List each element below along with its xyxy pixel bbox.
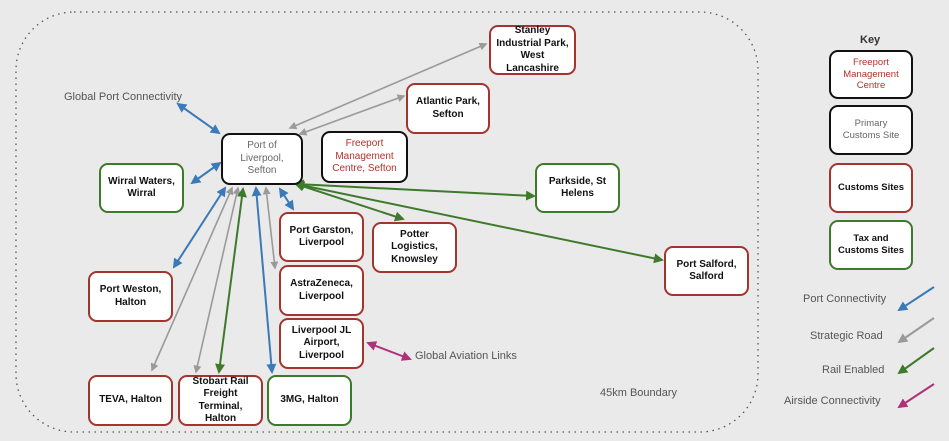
- key-port-arrow: [897, 286, 935, 312]
- key-rail-arrow: [897, 347, 935, 375]
- node-port-garston: Port Garston, Liverpool: [279, 212, 364, 262]
- key-port-connectivity-label: Port Connectivity: [803, 293, 887, 305]
- road-arrow-atlantic: [298, 94, 406, 136]
- node-parkside: Parkside, St Helens: [535, 163, 620, 213]
- key-tax-customs-box: Tax and Customs Sites: [829, 220, 913, 270]
- key-customs-box: Customs Sites: [829, 163, 913, 213]
- label-boundary: 45km Boundary: [600, 387, 678, 399]
- road-arrow-astrazeneca: [262, 186, 279, 270]
- node-port-of-liverpool: Port of Liverpool, Sefton: [221, 133, 303, 185]
- port-arrow-3mg: [251, 186, 277, 374]
- boundary-outline: [15, 11, 759, 433]
- node-wirral-waters: Wirral Waters, Wirral: [99, 163, 184, 213]
- node-liverpool-jl-airport: Liverpool JL Airport, Liverpool: [279, 318, 364, 369]
- air-arrow-jla: [366, 341, 412, 361]
- node-port-weston: Port Weston, Halton: [88, 271, 173, 322]
- rail-arrow-stobart: [215, 187, 247, 374]
- node-atlantic-park: Atlantic Park, Sefton: [406, 83, 490, 134]
- key-fmc-box: Freeport Management Centre: [829, 50, 913, 99]
- node-stobart-rail: Stobart Rail Freight Terminal, Halton: [178, 375, 263, 426]
- rail-arrow-parkside: [294, 179, 536, 201]
- port-arrow-garston: [278, 187, 295, 211]
- key-air-arrow: [897, 383, 935, 409]
- key-title: Key: [860, 34, 881, 46]
- key-strategic-road-label: Strategic Road: [810, 330, 883, 342]
- key-road-arrow: [897, 317, 935, 344]
- node-port-salford: Port Salford, Salford: [664, 246, 749, 296]
- node-freeport-management-centre: Freeport Management Centre, Sefton: [321, 131, 408, 183]
- node-astrazeneca: AstraZeneca, Liverpool: [279, 265, 364, 316]
- key-rail-enabled-label: Rail Enabled: [822, 364, 885, 376]
- key-primary-box: Primary Customs Site: [829, 105, 913, 155]
- label-global-port-connectivity: Global Port Connectivity: [64, 91, 182, 103]
- node-potter-logistics: Potter Logistics, Knowsley: [372, 222, 457, 273]
- node-stanley-industrial-park: Stanley Industrial Park, West Lancashire: [489, 25, 576, 75]
- node-3mg: 3MG, Halton: [267, 375, 352, 426]
- rail-arrow-salford: [294, 180, 664, 264]
- node-teva: TEVA, Halton: [88, 375, 173, 426]
- port-arrow-global: [176, 102, 221, 135]
- port-arrow-wirral: [190, 161, 222, 185]
- label-global-aviation-links: Global Aviation Links: [415, 350, 517, 362]
- key-airside-label: Airside Connectivity: [784, 395, 881, 407]
